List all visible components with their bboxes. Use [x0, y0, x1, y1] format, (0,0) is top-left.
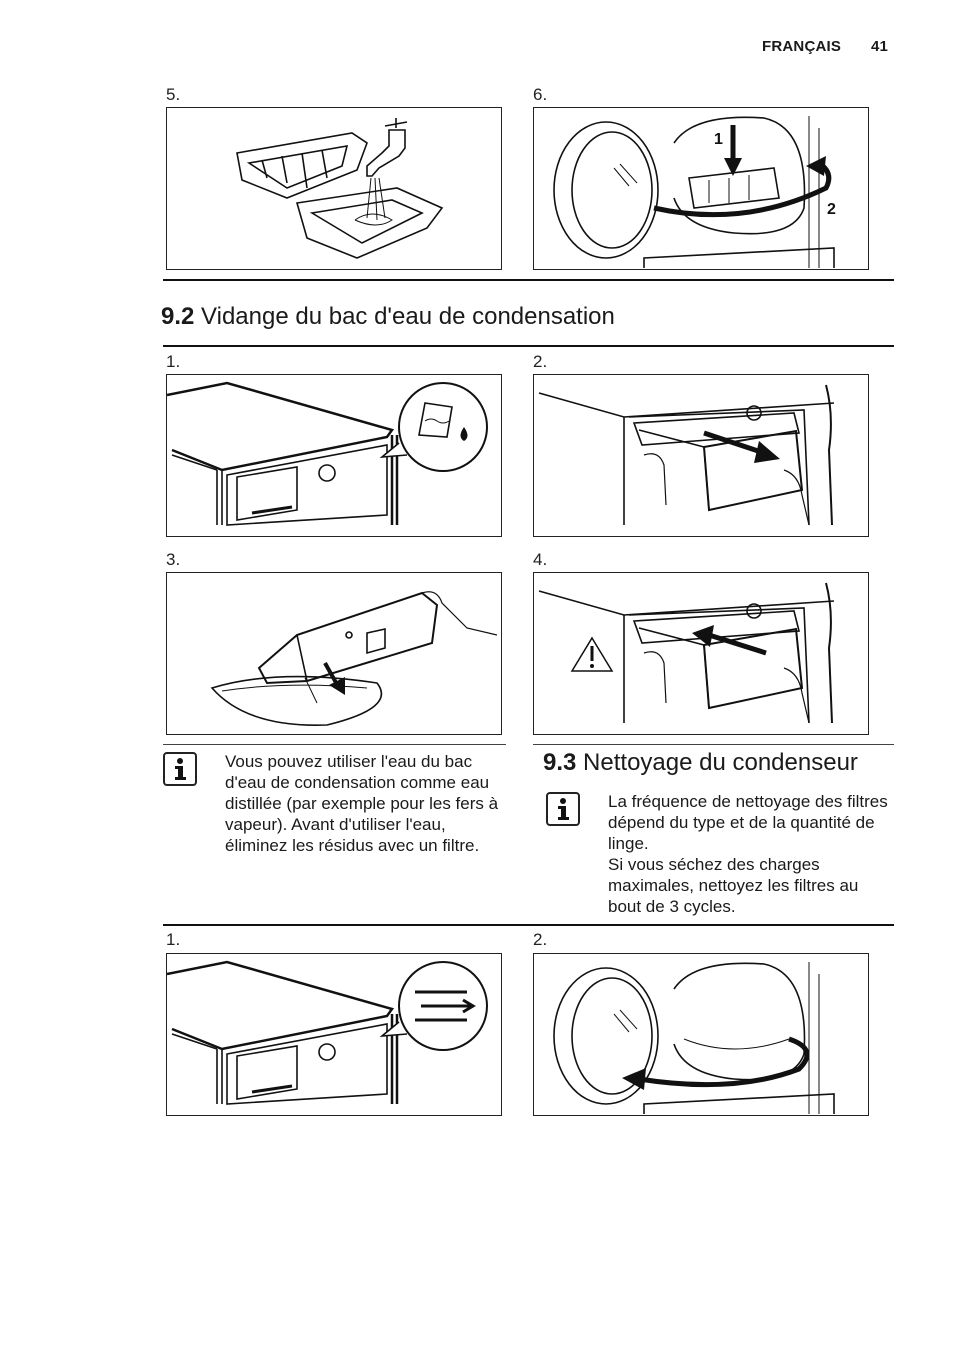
filter-rinse-illustration [166, 107, 502, 270]
info-text: Vous pouvez utiliser l'eau du bac d'eau … [225, 752, 499, 855]
info-text: La fréquence de nettoyage des filtres dé… [608, 792, 888, 916]
language-label: FRANÇAIS [762, 38, 842, 55]
step-label: 1. [166, 352, 181, 371]
push-tank-illustration [533, 572, 869, 735]
info-icon [546, 792, 580, 826]
pull-tank-illustration [533, 374, 869, 537]
step-label: 5. [166, 85, 181, 104]
info-rule [163, 744, 506, 745]
dryer-tank-symbol-illustration [166, 374, 502, 537]
door-filter-insert-icon: 1 2 [553, 116, 836, 268]
step-label: 2. [533, 930, 548, 949]
empty-tank-into-bowl-icon [210, 591, 498, 727]
section-heading-9-3: 9.3 Nettoyage du condenseur [543, 749, 858, 776]
section-rule [163, 279, 894, 281]
step-label: 4. [533, 550, 548, 569]
page-number: 41 [871, 38, 889, 55]
dryer-condenser-symbol-illustration [166, 953, 502, 1116]
info-icon [163, 752, 197, 786]
step-label: 2. [533, 352, 548, 371]
open-door-icon [553, 962, 835, 1114]
step-label: 6. [533, 85, 548, 104]
filter-rinse-tap-icon [236, 118, 444, 259]
push-in-tank-warning-icon [538, 582, 835, 724]
section-rule [533, 744, 894, 745]
marker-1: 1 [714, 131, 723, 148]
pull-out-tank-icon [538, 384, 835, 526]
section-heading-9-2: 9.2 Vidange du bac d'eau de condensation [161, 303, 615, 330]
dryer-condenser-symbol-icon [167, 960, 488, 1105]
empty-tank-illustration [166, 572, 502, 735]
dryer-water-tank-symbol-icon [167, 381, 488, 526]
marker-2: 2 [827, 201, 836, 218]
door-filter-illustration: 1 2 [533, 107, 869, 270]
step-label: 1. [166, 930, 181, 949]
step-label: 3. [166, 550, 181, 569]
section-rule [163, 345, 894, 347]
open-door-illustration [533, 953, 869, 1116]
section-rule [163, 924, 894, 926]
